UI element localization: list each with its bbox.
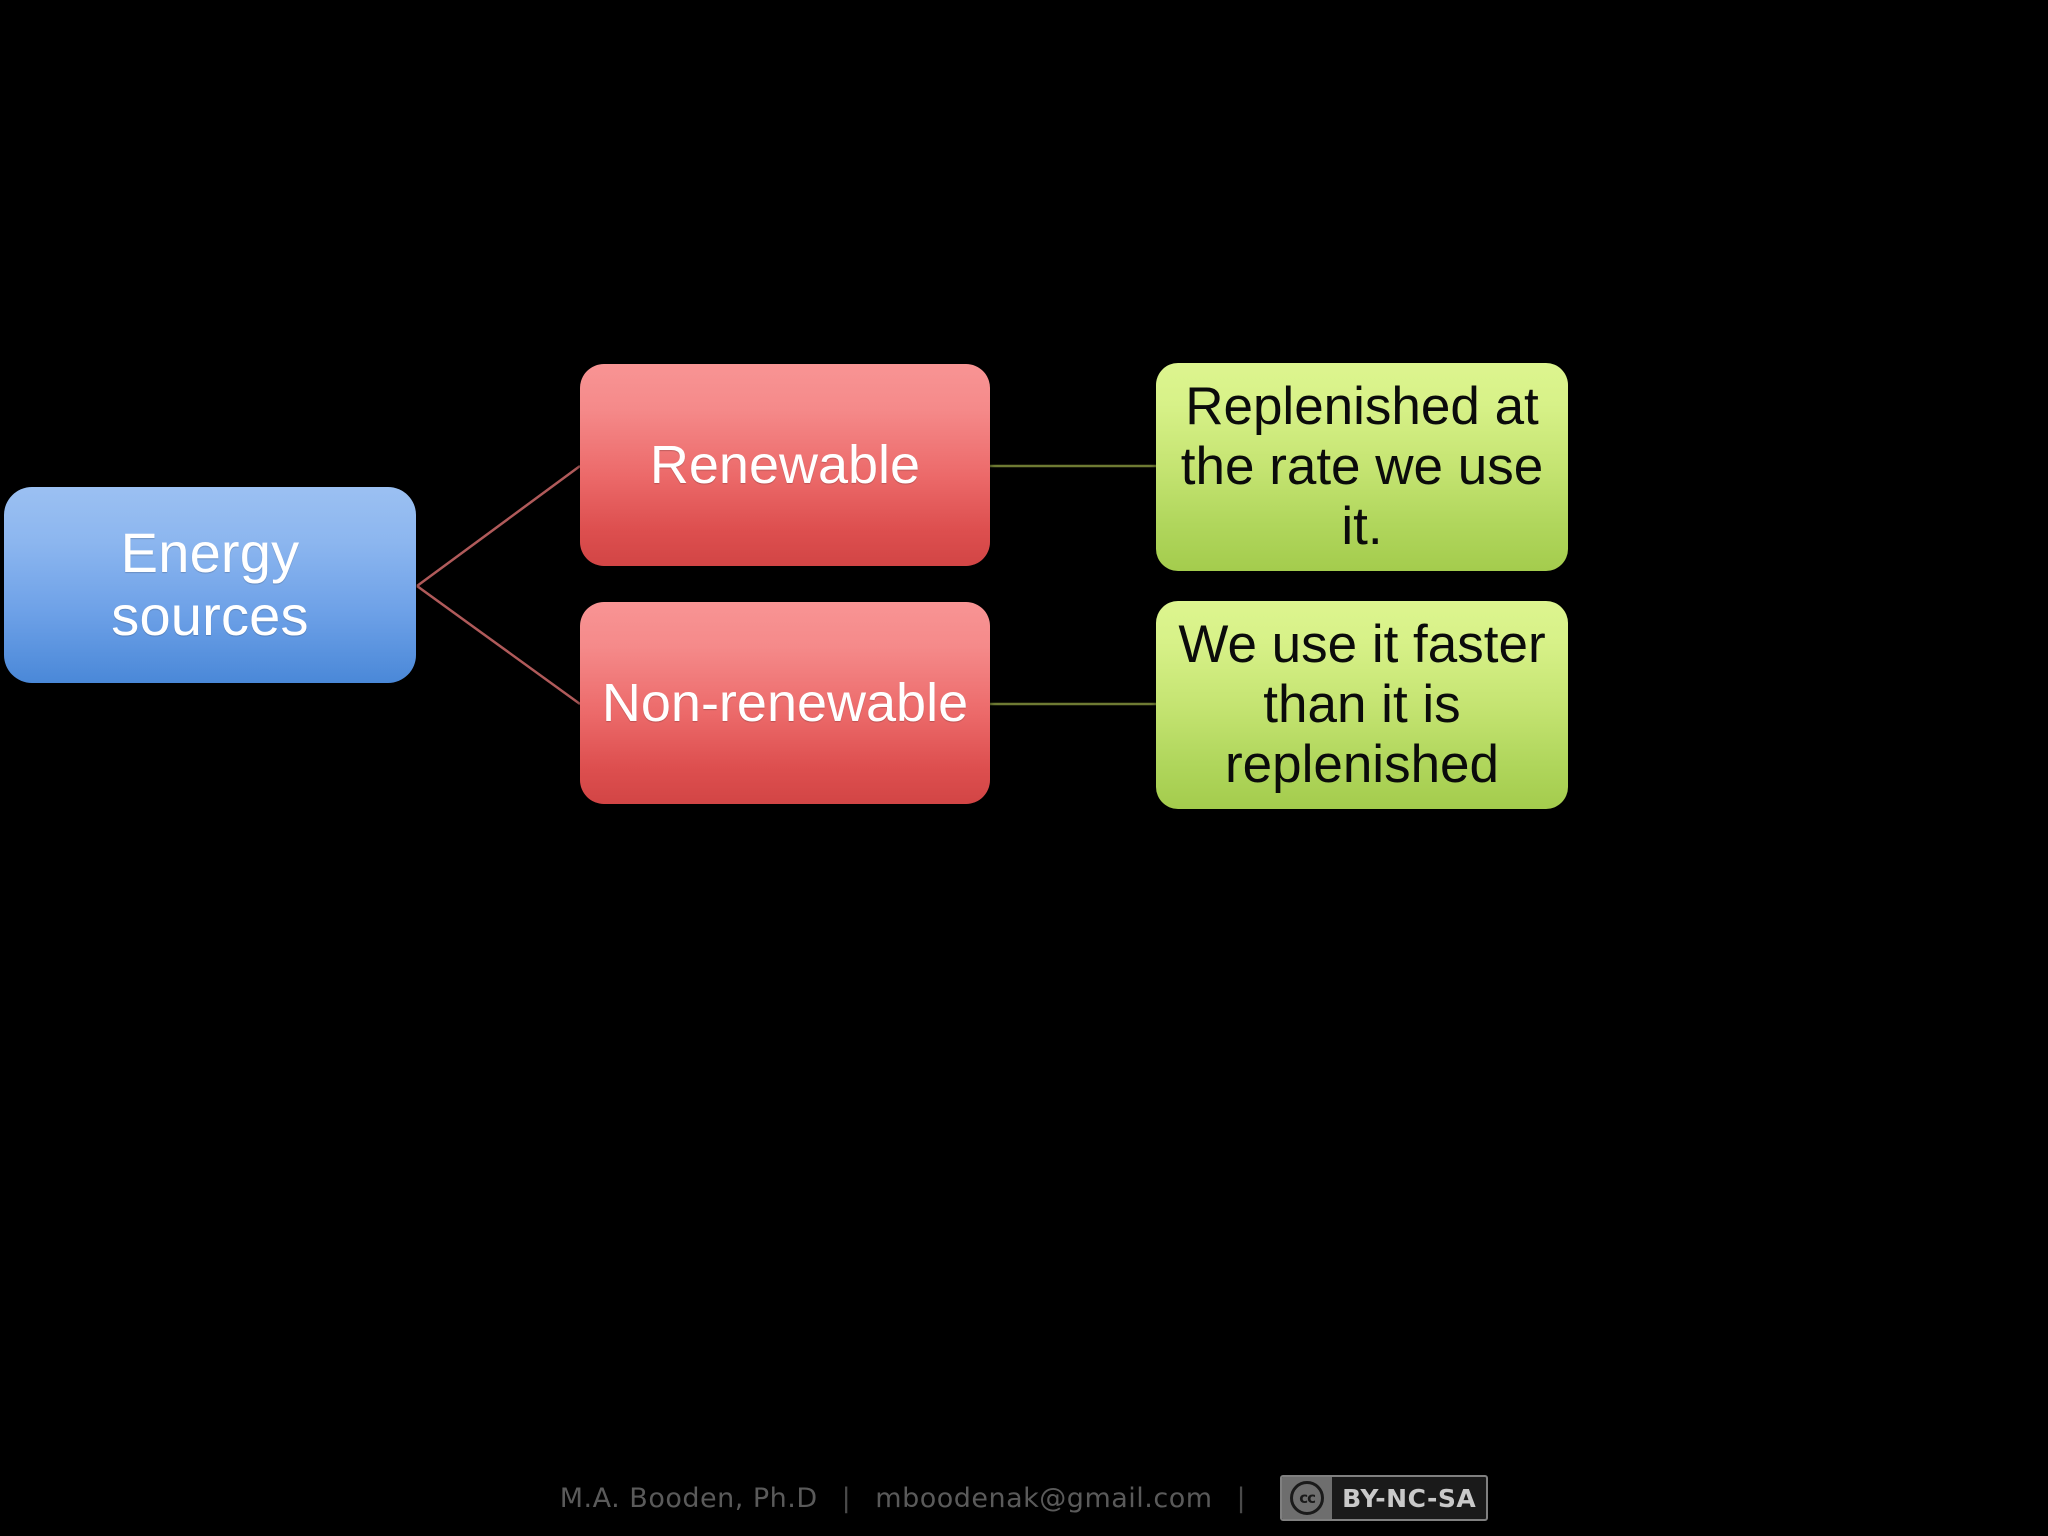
footer-email: mboodenak@gmail.com <box>875 1482 1213 1514</box>
cc-license-terms: BY-NC-SA <box>1342 1483 1477 1513</box>
creative-commons-license-badge[interactable]: cc BY-NC-SA <box>1280 1475 1489 1521</box>
footer-separator-2: | <box>1236 1482 1247 1514</box>
footer-author: M.A. Booden, Ph.D <box>559 1482 818 1514</box>
cc-logo-icon: cc <box>1282 1477 1333 1519</box>
node-non-renewable[interactable]: Non-renewable <box>580 602 990 804</box>
node-non-renewable-label: Non-renewable <box>601 672 969 733</box>
footer-separator-1: | <box>841 1482 852 1514</box>
connector-root-to-renewable <box>416 464 581 588</box>
node-non-renewable-definition[interactable]: We use it faster than it is replenished <box>1156 601 1568 809</box>
node-energy-sources[interactable]: Energy sources <box>4 487 416 683</box>
slide-footer: M.A. Booden, Ph.D | mboodenak@gmail.com … <box>0 1466 2048 1530</box>
cc-circle-icon: cc <box>1290 1481 1325 1515</box>
connector-root-to-nonrenewable <box>416 584 581 706</box>
node-energy-sources-label: Energy sources <box>111 521 309 647</box>
node-renewable-definition-label: Replenished at the rate we use it. <box>1180 377 1544 556</box>
node-renewable-label: Renewable <box>649 434 921 495</box>
node-renewable[interactable]: Renewable <box>580 364 990 566</box>
node-non-renewable-definition-label: We use it faster than it is replenished <box>1178 615 1546 794</box>
node-renewable-definition[interactable]: Replenished at the rate we use it. <box>1156 363 1568 571</box>
